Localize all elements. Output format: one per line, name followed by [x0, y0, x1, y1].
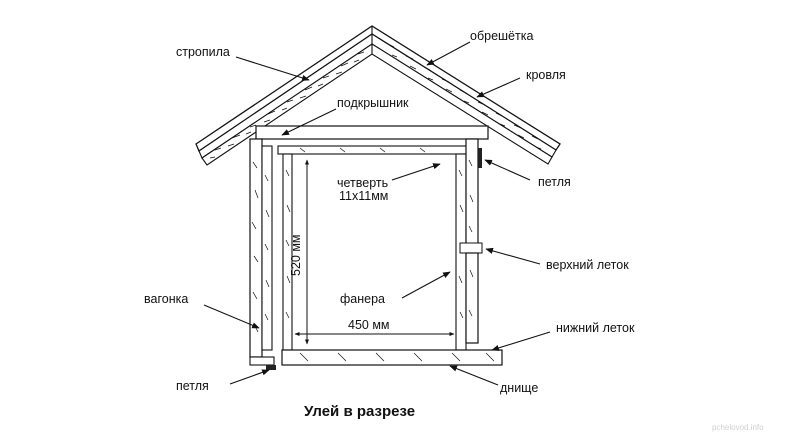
label-subroof: подкрышник	[337, 96, 409, 110]
watermark: pchelovod.info	[712, 423, 764, 432]
label-rebate-line2: 11х11мм	[339, 189, 388, 203]
bottom-board	[281, 349, 503, 366]
label-lower-entrance: нижний леток	[556, 321, 635, 335]
label-upper-entrance: верхний леток	[546, 258, 629, 272]
roof	[195, 25, 561, 166]
label-bottom: днище	[500, 381, 538, 395]
arrow-lower-entrance	[491, 331, 551, 351]
right-wall-upper-board	[465, 138, 479, 250]
label-hinge-top: петля	[538, 175, 571, 189]
width-dimension-label: 450 мм	[348, 318, 390, 332]
right-wall-lower-board	[465, 252, 479, 344]
callout-arrows	[203, 41, 551, 386]
label-rebate-line1: четверть	[337, 176, 388, 190]
arrow-lathing	[426, 41, 471, 66]
arrow-bottom	[449, 365, 499, 386]
arrow-hinge-top	[484, 159, 531, 181]
height-dimension-label: 520 мм	[289, 234, 303, 276]
label-cladding: вагонка	[144, 292, 188, 306]
roof-grain	[209, 43, 542, 159]
diagram-title: Улей в разрезе	[304, 403, 415, 420]
label-lathing: обрешётка	[470, 29, 533, 43]
arrow-cladding	[203, 304, 260, 329]
dimensions: 520 мм 450 мм	[289, 159, 455, 345]
arrow-roofing	[476, 77, 521, 98]
bottom-hinge	[266, 365, 276, 370]
bottom-left-rail	[249, 356, 275, 366]
top-hinge	[478, 148, 482, 168]
arrow-plywood	[401, 271, 451, 299]
arrow-rebate	[391, 163, 441, 181]
cladding-board	[249, 138, 263, 358]
upper-entrance-opening	[459, 242, 483, 254]
label-roofing: кровля	[526, 68, 566, 82]
right-wall	[459, 138, 483, 344]
arrow-hinge-bottom	[229, 369, 270, 385]
arrow-rafters	[235, 56, 310, 81]
label-plywood: фанера	[340, 292, 385, 306]
arrow-upper-entrance	[485, 247, 541, 265]
arrow-subroof	[281, 108, 337, 136]
callout-labels: стропила обрешётка кровля подкрышник чет…	[144, 29, 635, 395]
subroof-board	[255, 125, 489, 140]
label-hinge-bottom: петля	[176, 379, 209, 393]
left-wall	[249, 138, 273, 358]
hive-bottom	[249, 349, 503, 370]
frame-top-bar	[277, 145, 477, 155]
label-rafters: стропила	[176, 45, 230, 59]
